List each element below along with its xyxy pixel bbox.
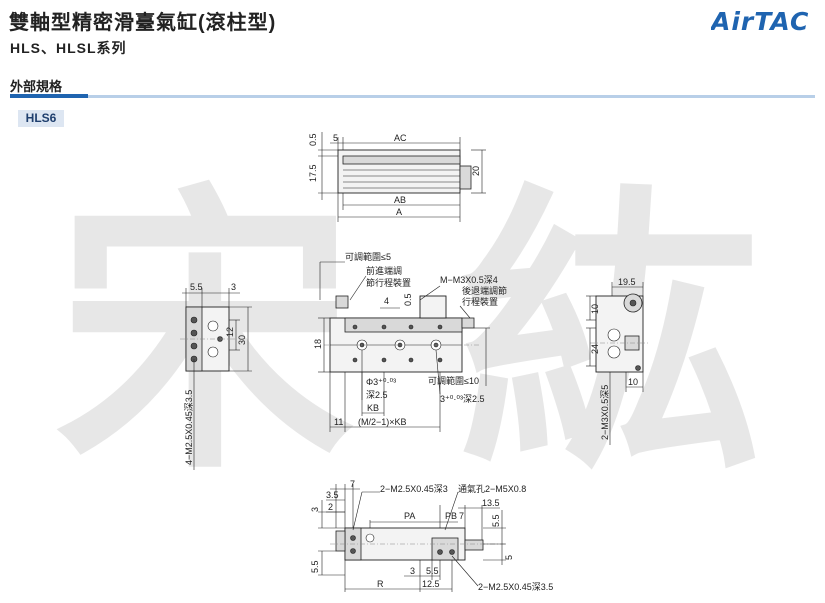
dim-12: 12 bbox=[225, 327, 235, 337]
thread-callout-right: 2−M3X0.5深5 bbox=[600, 385, 610, 440]
callout-stroke-device-2: 行程裝置 bbox=[462, 296, 498, 307]
dim-5.5-right: 5.5 bbox=[491, 514, 501, 527]
dim-5: 5 bbox=[333, 133, 338, 143]
section-title: 外部規格 bbox=[10, 79, 63, 94]
dim-3-bottom: 3 bbox=[310, 507, 320, 512]
dim-7-bottom: 7 bbox=[350, 479, 355, 489]
dim-10-right-a: 10 bbox=[590, 304, 600, 314]
front-stroke-adjuster bbox=[335, 295, 349, 309]
dim-5-right: 5 bbox=[504, 555, 514, 560]
logo-text: AirTAC bbox=[711, 7, 809, 33]
bottom-view-adjuster bbox=[464, 539, 484, 551]
series-subtitle: HLS、HLSL系列 bbox=[10, 40, 127, 56]
dim-18: 18 bbox=[313, 339, 323, 349]
dim-13.5: 13.5 bbox=[482, 498, 500, 508]
dim-24: 24 bbox=[590, 344, 600, 354]
airtac-logo: AirTAC bbox=[711, 7, 809, 33]
dim-2: 2 bbox=[328, 502, 333, 512]
dim-A: A bbox=[396, 207, 402, 217]
dim-PB: PB bbox=[445, 511, 457, 521]
dim-30: 30 bbox=[237, 335, 247, 345]
dim-AB: AB bbox=[394, 195, 406, 205]
dim-5.5: 5.5 bbox=[190, 282, 203, 292]
dim-20: 20 bbox=[471, 166, 481, 176]
dim-0.5-front: 0.5 bbox=[403, 293, 413, 306]
callout-adjust-range-5: 可調範圍≤5 bbox=[345, 251, 391, 262]
callout-pin-hole: Φ3⁺⁰·⁰³ bbox=[366, 377, 396, 387]
dim-7-pb: 7 bbox=[459, 511, 464, 521]
page-title: 雙軸型精密滑臺氣缸(滾柱型) bbox=[9, 12, 277, 34]
callout-adjust-range-10: 可調範圍≤10 bbox=[428, 375, 479, 386]
thread-callout-left: 4−M2.5X0.45深3.5 bbox=[184, 390, 194, 465]
dim-R: R bbox=[377, 579, 384, 589]
dim-3: 3 bbox=[231, 282, 236, 292]
dim-5.5-left: 5.5 bbox=[310, 560, 320, 573]
callout-rear-adjust: 後退端調節 bbox=[462, 285, 507, 296]
callout-thread-top: 2−M2.5X0.45深3 bbox=[380, 484, 448, 494]
dim-3-lower: 3 bbox=[410, 566, 415, 576]
callout-depth: 深2.5 bbox=[366, 390, 388, 400]
callout-air-port: 通氣孔2−M5X0.8 bbox=[458, 483, 526, 494]
dim-AC: AC bbox=[394, 133, 407, 143]
dim-4: 4 bbox=[384, 296, 389, 306]
dim-11: 11 bbox=[334, 417, 343, 427]
dim-5.5-lower: 5.5 bbox=[426, 566, 439, 576]
section-rule-accent bbox=[10, 94, 88, 98]
dim-0.5: 0.5 bbox=[308, 133, 318, 146]
dim-10-right-b: 10 bbox=[628, 377, 638, 387]
side-view-left: 5.5 3 12 30 4−M2.5X0.45深3.5 bbox=[180, 282, 252, 470]
dim-12.5: 12.5 bbox=[422, 579, 440, 589]
model-tag: HLS6 bbox=[18, 110, 64, 127]
rear-stroke-adjuster bbox=[461, 317, 475, 329]
bottom-view: 7 3.5 2 3 2−M2.5X0.45深3 通氣孔2−M5X0.8 PA P… bbox=[310, 479, 553, 592]
callout-stroke-device-1: 節行程裝置 bbox=[366, 277, 411, 288]
callout-port-thread: M−M3X0.5深4 bbox=[440, 275, 498, 285]
front-view-rear-block bbox=[419, 295, 447, 319]
dim-PA: PA bbox=[404, 511, 415, 521]
top-view: 0.5 17.5 5 AC 20 AB A bbox=[308, 132, 486, 222]
front-view: 可調範圍≤5 前進端調 節行程裝置 M−M3X0.5深4 後退端調節 行程裝置 … bbox=[313, 251, 507, 432]
dim-3.5: 3.5 bbox=[326, 490, 339, 500]
top-view-end-cap bbox=[459, 165, 472, 190]
section-rule bbox=[88, 95, 815, 98]
dim-m-kb: (M/2−1)×KB bbox=[358, 417, 407, 427]
callout-thread-bottom: 2−M2.5X0.45深3.5 bbox=[478, 582, 553, 592]
side-view-right: 19.5 10 24 10 2−M3X0.5深5 bbox=[586, 277, 650, 445]
callout-slot: 3⁺⁰·⁰³深2.5 bbox=[440, 394, 484, 404]
callout-front-adjust: 前進端調 bbox=[366, 265, 402, 276]
dim-19.5: 19.5 bbox=[618, 277, 636, 287]
dim-KB: KB bbox=[367, 403, 379, 413]
top-view-rod bbox=[342, 155, 461, 165]
dim-17.5: 17.5 bbox=[308, 164, 318, 182]
